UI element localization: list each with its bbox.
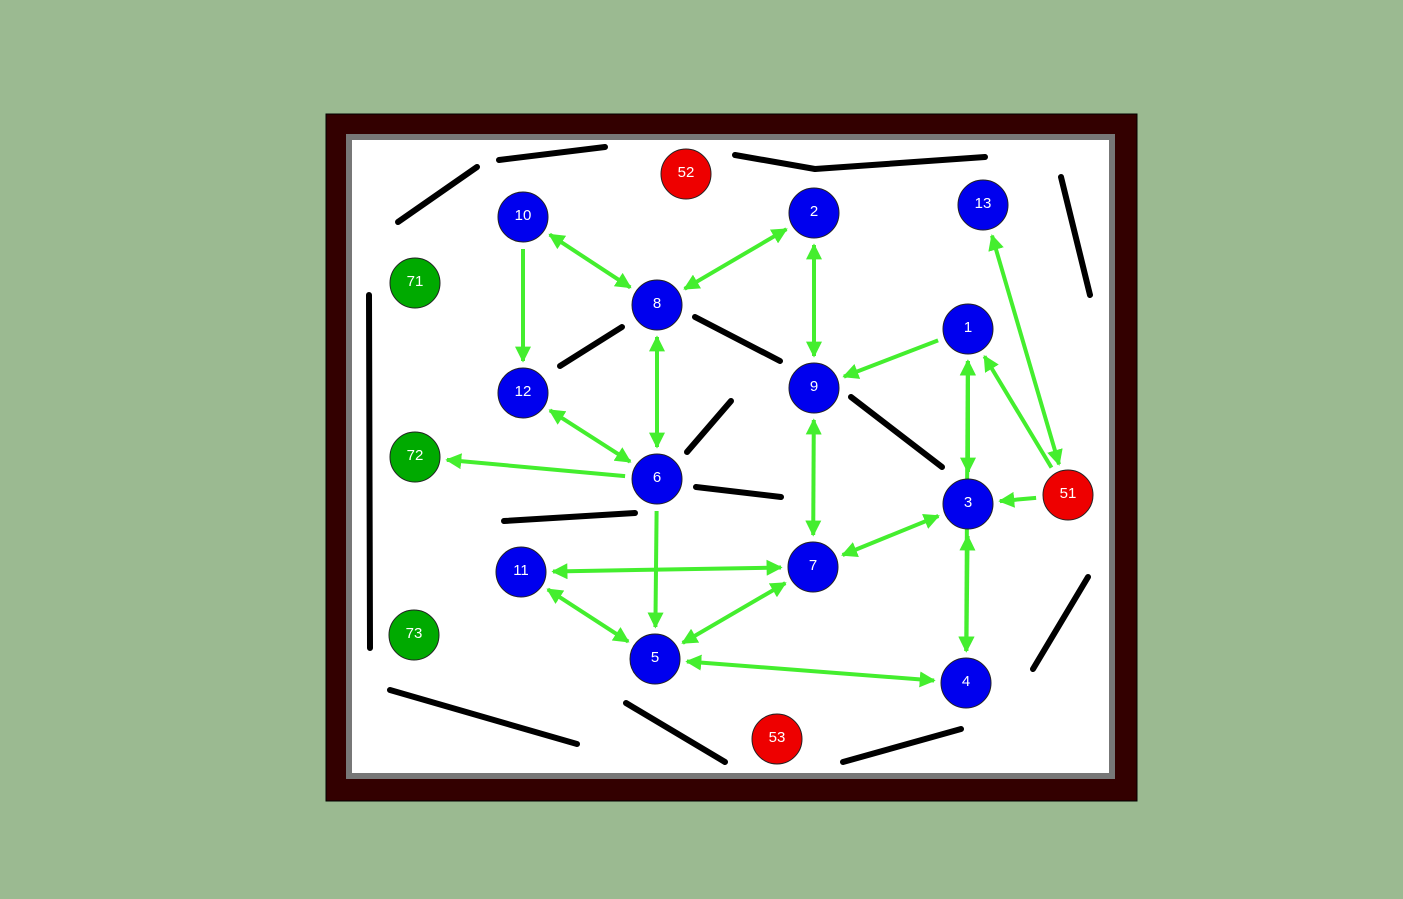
edge-1-9 bbox=[842, 338, 939, 379]
wall-segment bbox=[1058, 174, 1093, 298]
node-1[interactable]: 1 bbox=[942, 303, 994, 355]
edge-10-8 bbox=[548, 232, 632, 290]
wall-segment bbox=[684, 398, 734, 455]
node-52[interactable]: 52 bbox=[660, 148, 712, 200]
node-label: 8 bbox=[653, 295, 661, 312]
wall-segment bbox=[840, 726, 964, 765]
node-label: 10 bbox=[515, 207, 532, 224]
node-label: 73 bbox=[406, 625, 423, 642]
node-3[interactable]: 3 bbox=[942, 478, 994, 530]
node-8[interactable]: 8 bbox=[631, 279, 683, 331]
wall-segment bbox=[812, 154, 988, 172]
node-11[interactable]: 11 bbox=[495, 546, 547, 598]
node-circle bbox=[631, 279, 683, 331]
wall-segment bbox=[848, 394, 945, 470]
edge-5-4 bbox=[685, 654, 936, 688]
edge-11-7 bbox=[551, 559, 783, 580]
edge-51-3 bbox=[998, 491, 1037, 508]
edge-9-7 bbox=[805, 418, 822, 537]
node-label: 2 bbox=[810, 203, 818, 220]
node-circle bbox=[751, 713, 803, 765]
node-51[interactable]: 51 bbox=[1042, 469, 1094, 521]
node-4[interactable]: 4 bbox=[940, 657, 992, 709]
node-label: 9 bbox=[810, 378, 818, 395]
node-circle bbox=[495, 546, 547, 598]
edge-12-6 bbox=[548, 408, 632, 464]
node-circle bbox=[787, 541, 839, 593]
node-circle bbox=[957, 179, 1009, 231]
node-label: 71 bbox=[407, 273, 424, 290]
node-label: 72 bbox=[407, 447, 424, 464]
wall-segment bbox=[623, 700, 728, 765]
wall-segment bbox=[366, 292, 373, 651]
node-label: 1 bbox=[964, 319, 972, 336]
edge-3-4 bbox=[958, 534, 976, 653]
edges-layer bbox=[445, 227, 1063, 688]
node-9[interactable]: 9 bbox=[788, 362, 840, 414]
wall-segment bbox=[732, 152, 818, 172]
node-53[interactable]: 53 bbox=[751, 713, 803, 765]
node-label: 4 bbox=[962, 673, 970, 690]
wall-segment bbox=[387, 687, 580, 747]
node-circle bbox=[497, 367, 549, 419]
node-label: 51 bbox=[1060, 485, 1077, 502]
node-circle bbox=[942, 478, 994, 530]
node-label: 11 bbox=[513, 562, 529, 579]
node-72[interactable]: 72 bbox=[389, 431, 441, 483]
node-label: 13 bbox=[975, 195, 992, 212]
node-label: 52 bbox=[678, 164, 695, 181]
node-circle bbox=[389, 431, 441, 483]
node-circle bbox=[631, 453, 683, 505]
node-label: 12 bbox=[515, 383, 532, 400]
node-6[interactable]: 6 bbox=[631, 453, 683, 505]
wall-segment bbox=[557, 324, 625, 369]
wall-segment bbox=[1030, 574, 1091, 672]
node-circle bbox=[788, 187, 840, 239]
node-71[interactable]: 71 bbox=[389, 257, 441, 309]
node-circle bbox=[389, 257, 441, 309]
node-7[interactable]: 7 bbox=[787, 541, 839, 593]
node-12[interactable]: 12 bbox=[497, 367, 549, 419]
node-circle bbox=[1042, 469, 1094, 521]
node-13[interactable]: 13 bbox=[957, 179, 1009, 231]
node-2[interactable]: 2 bbox=[788, 187, 840, 239]
wall-segment bbox=[395, 164, 480, 225]
edge-5-7 bbox=[681, 581, 787, 645]
node-10[interactable]: 10 bbox=[497, 191, 549, 243]
node-circle bbox=[388, 609, 440, 661]
node-circle bbox=[497, 191, 549, 243]
node-circle bbox=[942, 303, 994, 355]
walls-layer bbox=[366, 144, 1093, 765]
node-circle bbox=[788, 362, 840, 414]
edge-6-72 bbox=[445, 453, 626, 479]
wall-segment bbox=[501, 510, 638, 524]
arena-floor bbox=[352, 140, 1109, 773]
node-label: 3 bbox=[964, 494, 972, 511]
node-label: 6 bbox=[653, 469, 661, 486]
edge-51-13 bbox=[988, 234, 1063, 466]
node-73[interactable]: 73 bbox=[388, 609, 440, 661]
node-label: 7 bbox=[809, 557, 817, 574]
edge-7-3 bbox=[841, 514, 940, 557]
node-circle bbox=[940, 657, 992, 709]
edge-11-5 bbox=[546, 587, 630, 644]
node-label: 5 bbox=[651, 649, 659, 666]
node-label: 53 bbox=[769, 729, 786, 746]
wall-segment bbox=[496, 144, 608, 163]
node-5[interactable]: 5 bbox=[629, 633, 681, 685]
wall-segment bbox=[692, 314, 783, 364]
node-circle bbox=[629, 633, 681, 685]
wall-segment bbox=[693, 484, 784, 500]
edge-8-2 bbox=[683, 227, 788, 291]
node-circle bbox=[660, 148, 712, 200]
